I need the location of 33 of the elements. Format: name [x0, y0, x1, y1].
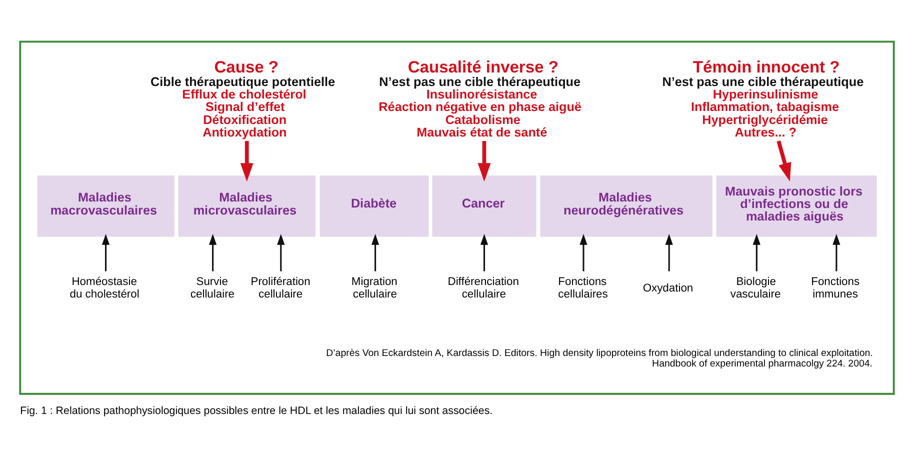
- node-text: Prolifération cellulaire: [250, 276, 310, 300]
- arrow: [478, 140, 491, 182]
- node-text: Fonctions immunes: [811, 276, 860, 300]
- node-box: Cancer: [432, 174, 536, 236]
- arrow: [752, 233, 760, 271]
- arrow: [102, 233, 110, 271]
- arrow: [240, 140, 254, 182]
- node-text: Oxydation: [642, 282, 694, 294]
- arrow: [480, 233, 488, 271]
- node-box: Maladies neurodégénératives: [540, 174, 712, 236]
- node-text: Biologie vasculaire: [730, 276, 781, 300]
- arrow: [832, 233, 840, 271]
- node-text: Fonctions cellulaires: [558, 276, 608, 300]
- arrow: [208, 233, 217, 271]
- node-text: Témoin innocent ? N’est pas une cible thérapeutique Hyperinsulinisme Inflammation, tabagisme Hypertriglycéridémie Autres... ?: [662, 56, 864, 139]
- node-text: Causalité inverse ? N’est pas une cible thérapeutique Insulinorésistance Réaction négative en phase aiguë Catabolisme Mauvais état de santé: [378, 56, 582, 139]
- node-box: Mauvais pronostic lors d’infections ou de maladies aiguës: [716, 174, 877, 236]
- cluster: [19, 40, 895, 394]
- arrow: [580, 233, 588, 271]
- node-text: Homéostasie du cholestérol: [70, 276, 140, 300]
- arrow: [371, 233, 380, 271]
- caption: Fig. 1 : Relations pathophysiologiques possibles entre le HDL et les maladies qui lui sont associées.: [20, 404, 493, 417]
- node-text: Différenciation cellulaire: [448, 276, 519, 300]
- node-box: Maladies microvasculaires: [178, 174, 316, 236]
- arrow: [665, 233, 673, 271]
- node-text: Migration cellulaire: [351, 276, 398, 300]
- node-text: Cause ? Cible thérapeutique potentielle Efflux de cholestérol Signal d’effet Détoxification Antioxydation: [150, 56, 336, 139]
- arrow: [776, 140, 792, 181]
- arrow: [277, 233, 285, 271]
- label: D’après Von Eckardstein A, Kardassis D. Editors. High density lipoproteins from biological understanding to clinical exploitation. Handbook of experimental pharmacolgy 224. 2004.: [326, 347, 873, 370]
- node-box: Diabète: [320, 174, 429, 236]
- node-box: Maladies macrovasculaires: [37, 174, 174, 236]
- node-text: Survie cellulaire: [190, 276, 235, 300]
